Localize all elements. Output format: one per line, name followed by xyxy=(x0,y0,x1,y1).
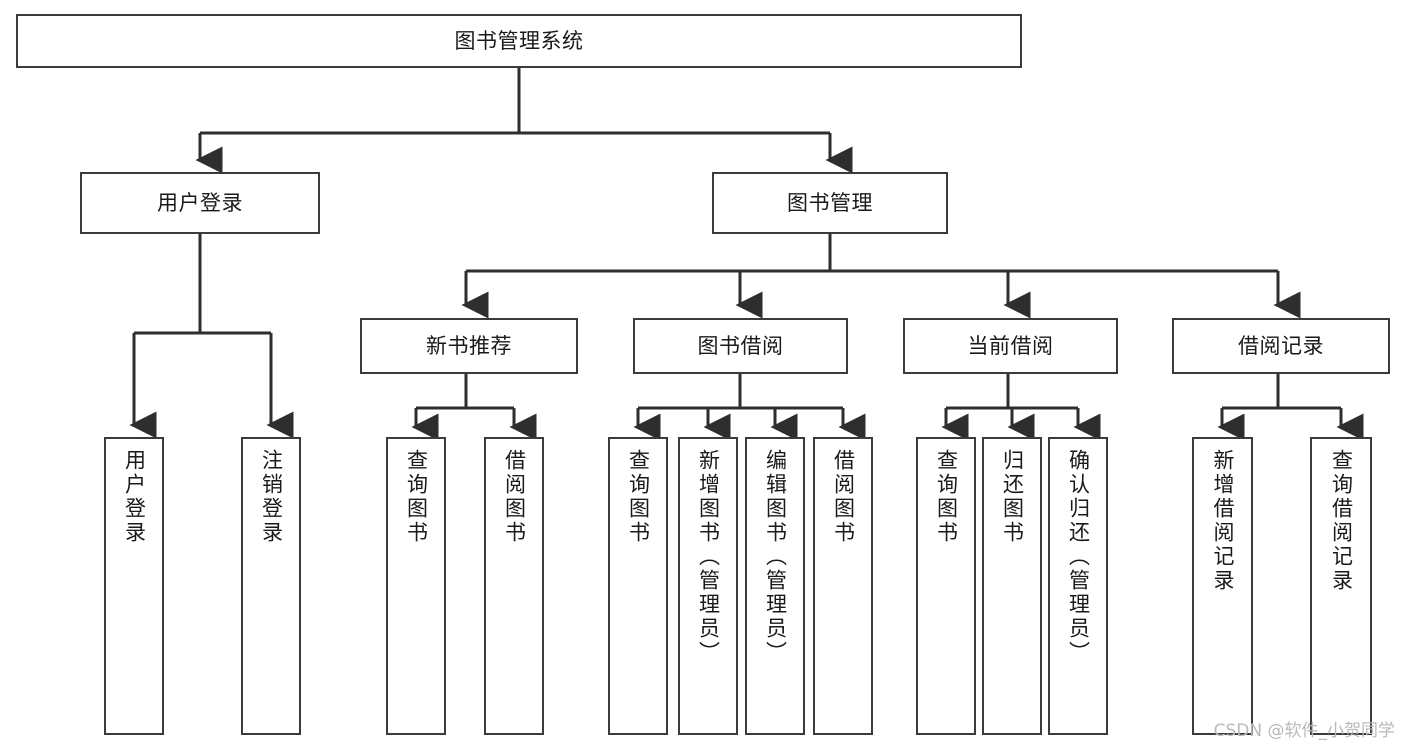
node-leaf-query-book-2[interactable]: 查询图书 xyxy=(608,437,668,735)
node-leaf-query-record[interactable]: 查询借阅记录 xyxy=(1310,437,1372,735)
node-new-book-rec[interactable]: 新书推荐 xyxy=(360,318,578,374)
node-user-login[interactable]: 用户登录 xyxy=(80,172,320,234)
node-leaf-query-book-1-label: 查询图书 xyxy=(404,449,429,545)
node-leaf-borrow-book-2[interactable]: 借阅图书 xyxy=(813,437,873,735)
node-root-label: 图书管理系统 xyxy=(454,28,584,53)
node-leaf-borrow-book-2-label: 借阅图书 xyxy=(831,449,856,545)
node-leaf-confirm-return[interactable]: 确认归还（管理员） xyxy=(1048,437,1108,735)
node-current-borrow[interactable]: 当前借阅 xyxy=(903,318,1118,374)
node-leaf-user-login[interactable]: 用户登录 xyxy=(104,437,164,735)
node-leaf-query-record-label: 查询借阅记录 xyxy=(1329,449,1354,593)
node-current-borrow-label: 当前借阅 xyxy=(967,333,1054,358)
node-leaf-add-book[interactable]: 新增图书（管理员） xyxy=(678,437,738,735)
node-borrow-record-label: 借阅记录 xyxy=(1238,333,1324,358)
node-leaf-edit-book[interactable]: 编辑图书（管理员） xyxy=(745,437,805,735)
node-leaf-user-login-label: 用户登录 xyxy=(122,449,147,545)
node-user-login-label: 用户登录 xyxy=(157,190,243,215)
node-leaf-edit-book-label: 编辑图书（管理员） xyxy=(763,449,788,665)
node-leaf-query-book-3-label: 查询图书 xyxy=(934,449,959,545)
node-book-borrow-label: 图书借阅 xyxy=(697,333,784,358)
node-leaf-add-record-label: 新增借阅记录 xyxy=(1211,449,1235,593)
node-book-manage-label: 图书管理 xyxy=(787,190,873,215)
node-leaf-logout-label: 注销登录 xyxy=(259,449,284,545)
node-leaf-query-book-3[interactable]: 查询图书 xyxy=(916,437,976,735)
node-new-book-rec-label: 新书推荐 xyxy=(426,333,512,358)
node-leaf-return-book-label: 归还图书 xyxy=(1000,449,1025,545)
node-leaf-query-book-1[interactable]: 查询图书 xyxy=(386,437,446,735)
node-leaf-query-book-2-label: 查询图书 xyxy=(626,449,651,545)
node-borrow-record[interactable]: 借阅记录 xyxy=(1172,318,1390,374)
node-leaf-add-book-label: 新增图书（管理员） xyxy=(696,449,721,665)
node-leaf-confirm-return-label: 确认归还（管理员） xyxy=(1066,449,1091,665)
watermark-text: CSDN @软件_小贺同学 xyxy=(1213,721,1395,741)
node-book-borrow[interactable]: 图书借阅 xyxy=(633,318,848,374)
node-root[interactable]: 图书管理系统 xyxy=(16,14,1022,68)
node-leaf-borrow-book-1[interactable]: 借阅图书 xyxy=(484,437,544,735)
node-leaf-logout[interactable]: 注销登录 xyxy=(241,437,301,735)
node-leaf-borrow-book-1-label: 借阅图书 xyxy=(502,449,527,545)
node-leaf-return-book[interactable]: 归还图书 xyxy=(982,437,1042,735)
node-leaf-add-record[interactable]: 新增借阅记录 xyxy=(1192,437,1253,735)
node-book-manage[interactable]: 图书管理 xyxy=(712,172,948,234)
